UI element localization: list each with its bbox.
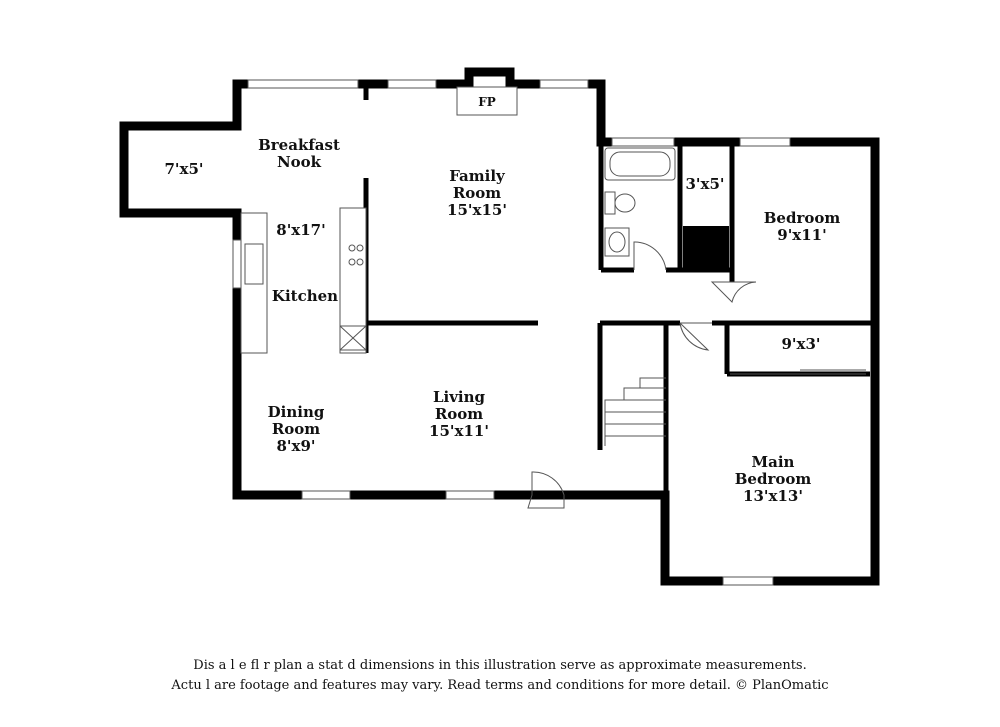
bedroom-label: Bedroom bbox=[764, 209, 841, 227]
kitchen-counters bbox=[240, 207, 367, 354]
fireplace-label: FP bbox=[478, 95, 496, 109]
fireplace bbox=[456, 86, 518, 116]
closet-small-dims: 3'x5' bbox=[685, 175, 724, 193]
stairs bbox=[604, 377, 666, 446]
breakfast-nook-label: Breakfast bbox=[258, 136, 340, 154]
kitchen-label: Kitchen bbox=[272, 287, 338, 305]
main-bedroom-label-2: Bedroom bbox=[735, 470, 812, 488]
kitchen-dims: 8'x17' bbox=[276, 221, 325, 239]
closet-main-dims: 9'x3' bbox=[781, 335, 820, 353]
family-room-label-2: Room bbox=[453, 184, 501, 202]
main-bedroom-label: Main bbox=[752, 453, 795, 471]
living-room-label: Living bbox=[433, 388, 486, 406]
disclaimer-line-1: Dis a l e fl r plan a stat d dimensions … bbox=[193, 658, 807, 673]
bedroom-dims: 9'x11' bbox=[777, 226, 826, 244]
windows bbox=[232, 79, 791, 586]
dining-room-dims: 8'x9' bbox=[276, 437, 315, 455]
breakfast-nook-label-2: Nook bbox=[277, 153, 322, 171]
living-room-dims: 15'x11' bbox=[429, 422, 489, 440]
bath-fixtures bbox=[604, 147, 676, 257]
family-room-label: Family bbox=[449, 167, 506, 185]
living-room-label-2: Room bbox=[435, 405, 483, 423]
nook-dims: 7'x5' bbox=[164, 160, 203, 178]
doors bbox=[527, 241, 866, 509]
main-bedroom-dims: 13'x13' bbox=[743, 487, 803, 505]
utility-block bbox=[683, 226, 729, 270]
dining-room-label-2: Room bbox=[272, 420, 320, 438]
family-room-dims: 15'x15' bbox=[447, 201, 507, 219]
disclaimer-line-2: Actu l are footage and features may vary… bbox=[171, 678, 829, 693]
dining-room-label: Dining bbox=[268, 403, 325, 421]
disclaimer: Dis a l e fl r plan a stat d dimensions … bbox=[0, 656, 1000, 696]
